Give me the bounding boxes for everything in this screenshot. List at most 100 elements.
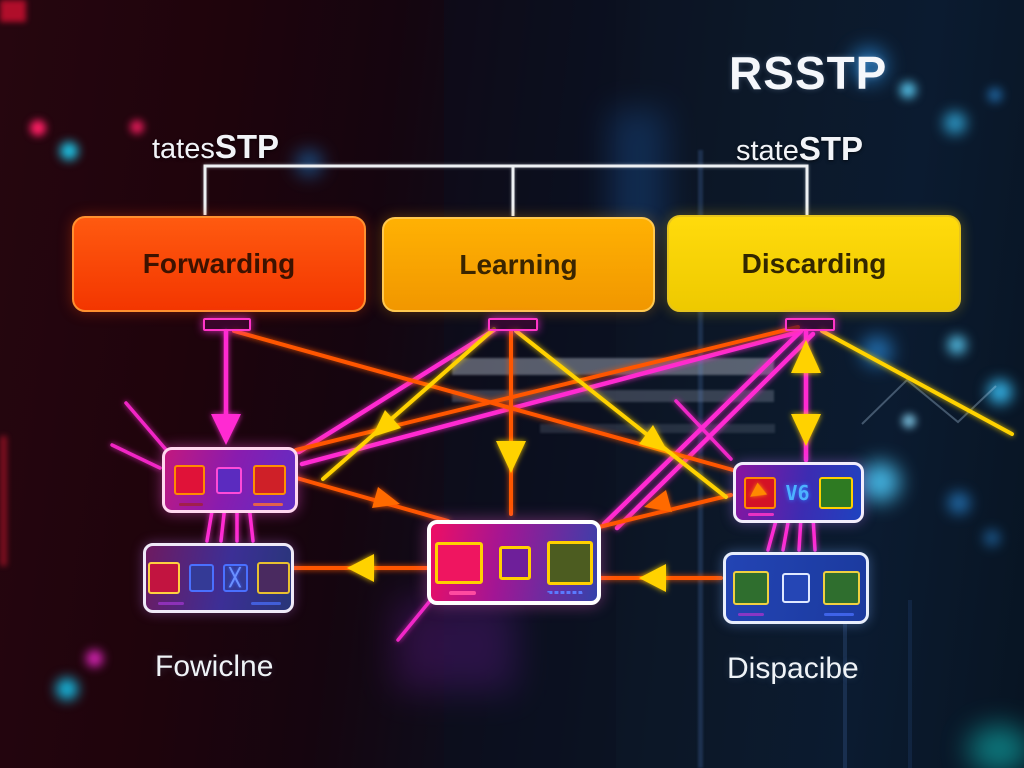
port-display: V6	[785, 480, 810, 505]
bokeh-dot	[900, 82, 916, 98]
link-learning-to-left-switch	[296, 327, 497, 455]
device-caption-left: Fowiclne	[155, 650, 274, 683]
bokeh-dot	[988, 380, 1012, 404]
port-dash	[547, 591, 583, 594]
branch-left-prefix: tates	[152, 133, 215, 165]
arrowhead-downright-yellow	[639, 425, 668, 452]
bokeh-dot	[296, 150, 322, 176]
port-square	[216, 466, 242, 494]
branch-left-suffix: STP	[214, 128, 280, 165]
link-discarding-to-edge	[820, 329, 1014, 436]
bokeh-dot	[56, 678, 78, 700]
arrowhead-orange	[372, 487, 400, 508]
link-discarding-to-middle-switch	[614, 331, 816, 531]
arrowhead-left-yellow	[639, 564, 666, 592]
state-box-discarding: Discarding	[667, 215, 961, 312]
arrowhead-down-magenta	[211, 414, 241, 445]
bokeh-dot	[130, 120, 144, 134]
port-bar-learning	[488, 318, 538, 331]
link-learning-to-left-area	[321, 327, 496, 481]
background-red-strip	[0, 436, 7, 566]
state-label: Discarding	[741, 247, 887, 279]
port-dash	[251, 602, 281, 605]
link-leftswitch-to-middle	[291, 475, 450, 523]
port-square	[547, 540, 593, 585]
port-square	[253, 465, 286, 495]
port-dash	[449, 591, 476, 595]
switch-left-bottom: ╳	[143, 543, 294, 613]
port-bar-forwarding	[203, 318, 251, 331]
background-red-corner	[0, 0, 26, 22]
switch-right-bottom	[723, 552, 869, 624]
yellow-links	[321, 327, 1014, 499]
bokeh-dot	[948, 492, 970, 514]
background-purple-haze	[395, 600, 515, 690]
page-title: RSSTP	[729, 47, 888, 99]
bracket-connector	[203, 164, 809, 216]
arrowhead-downleft-yellow	[372, 410, 401, 437]
bokeh-dot	[30, 120, 46, 136]
background-rack-edge	[843, 560, 847, 768]
port-dash	[253, 503, 283, 506]
arrowhead-left-yellow	[347, 554, 374, 582]
background-rack-edge	[908, 600, 912, 768]
state-box-forwarding: Forwarding	[72, 216, 366, 312]
bokeh-dot	[86, 650, 103, 667]
link-discarding-to-left-switch	[299, 329, 802, 467]
port-square	[732, 571, 769, 605]
arrowhead-orange	[644, 490, 672, 512]
switch-right-top: V6	[733, 462, 864, 523]
port-square	[435, 541, 483, 584]
switch-left-top	[162, 447, 298, 513]
arrowhead-down-yellow	[791, 414, 821, 446]
port-square	[174, 465, 205, 495]
bokeh-dot	[988, 88, 1002, 102]
port-square	[499, 545, 531, 580]
port-dash	[748, 513, 774, 516]
port-dash	[158, 602, 184, 605]
port-bar-discarding	[785, 318, 835, 331]
port-dash	[179, 503, 203, 506]
bokeh-dot	[902, 414, 916, 428]
port-square-x: ╳	[222, 564, 248, 592]
background-rack-panel	[444, 0, 616, 768]
link-rightswitch-to-middle	[597, 493, 733, 529]
port-square	[188, 564, 214, 592]
state-box-learning: Learning	[382, 217, 655, 312]
arrowhead-down-yellow	[496, 441, 526, 473]
port-square-cursor	[744, 476, 777, 509]
port-square	[781, 573, 810, 603]
branch-right-suffix: STP	[798, 130, 864, 167]
link-discarding-to-left-switch-orange	[294, 325, 800, 452]
magenta-links	[110, 327, 817, 642]
background-rack-slat	[540, 424, 775, 433]
switch-middle	[427, 520, 601, 605]
port-square	[822, 571, 860, 605]
state-label: Forwarding	[142, 248, 296, 279]
bokeh-dot	[60, 142, 78, 160]
bokeh-dot	[984, 530, 1000, 546]
port-square	[147, 562, 180, 594]
port-square	[256, 562, 290, 594]
x-icon: ╳	[229, 568, 241, 587]
branch-right-prefix: state	[736, 135, 799, 167]
constellation-lines	[861, 378, 997, 425]
device-caption-right: Dispacibe	[727, 652, 859, 685]
bokeh-dot	[944, 112, 966, 134]
background-teal-corner	[968, 726, 1024, 768]
state-label: Learning	[459, 248, 578, 280]
port-square	[818, 476, 853, 509]
bokeh-dot	[860, 462, 900, 502]
cursor-arrow-icon	[750, 482, 771, 503]
background-rack-panel	[640, 0, 740, 768]
link-learning-to-right-switch	[514, 329, 728, 499]
yellow-arrowheads	[347, 340, 821, 592]
port-dash	[824, 613, 854, 616]
arrowhead-up-yellow	[791, 340, 821, 373]
bokeh-dot	[948, 336, 966, 354]
bokeh-dot	[852, 48, 886, 82]
